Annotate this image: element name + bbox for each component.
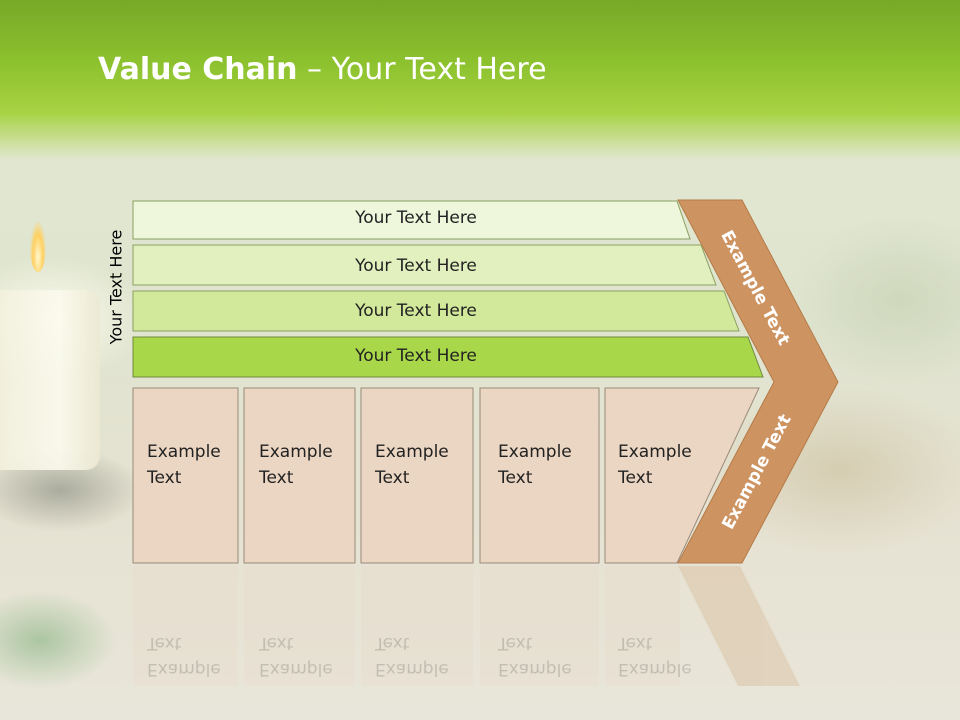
box-shape <box>132 387 239 564</box>
bar-label: Your Text Here <box>355 208 477 228</box>
reflection-line2: Text <box>147 633 182 653</box>
box-label-line1: Example <box>259 442 333 462</box>
box-label-reflection: Example Text <box>147 630 247 682</box>
reflection-line2: Text <box>375 633 410 653</box>
reflection-line2: Text <box>259 633 294 653</box>
box-label-reflection: Example Text <box>618 630 718 682</box>
reflection-line1: Example <box>618 659 692 679</box>
box-label-reflection: Example Text <box>375 630 475 682</box>
reflection-box <box>480 566 599 686</box>
title-bold: Value Chain <box>98 52 298 87</box>
reflection-box <box>133 566 238 686</box>
reflection-line2: Text <box>618 633 653 653</box>
title-rest: – Your Text Here <box>297 52 547 87</box>
reflection-line1: Example <box>498 659 572 679</box>
bar-shape <box>132 336 764 378</box>
reflection-line1: Example <box>259 659 333 679</box>
box-shape <box>360 387 474 564</box>
box-label-line1: Example <box>618 442 692 462</box>
reflection-chevron <box>678 566 800 686</box>
reflection-box <box>361 566 473 686</box>
box-label-reflection: Example Text <box>498 630 598 682</box>
reflection <box>133 566 800 686</box>
box-label-line1: Example <box>498 442 572 462</box>
box-label-line2: Text <box>498 468 533 488</box>
box-label-line2: Text <box>375 468 410 488</box>
box-label-line1: Example <box>375 442 449 462</box>
bar-shape <box>132 290 740 332</box>
reflection-line2: Text <box>498 633 533 653</box>
box-label-line2: Text <box>618 468 653 488</box>
slide-title: Value Chain – Your Text Here <box>98 52 547 87</box>
bar-label: Your Text Here <box>355 346 477 366</box>
box-shape <box>604 387 760 564</box>
reflection-line1: Example <box>375 659 449 679</box>
chevron-arrow <box>677 199 839 564</box>
reflection-line1: Example <box>147 659 221 679</box>
reflection-box <box>244 566 355 686</box>
reflection-box <box>605 566 680 686</box>
box-label-line2: Text <box>259 468 294 488</box>
bar-label: Your Text Here <box>355 301 477 321</box>
box-label-reflection: Example Text <box>259 630 359 682</box>
box-label-line2: Text <box>147 468 182 488</box>
bar-label: Your Text Here <box>355 256 477 276</box>
box-shape <box>479 387 600 564</box>
bar-shape <box>132 200 691 240</box>
candle-flame <box>30 222 46 272</box>
header-band <box>0 0 960 160</box>
bar-shape <box>132 244 717 286</box>
candle-decoration <box>0 290 100 470</box>
box-label-line1: Example <box>147 442 221 462</box>
box-shape <box>243 387 356 564</box>
